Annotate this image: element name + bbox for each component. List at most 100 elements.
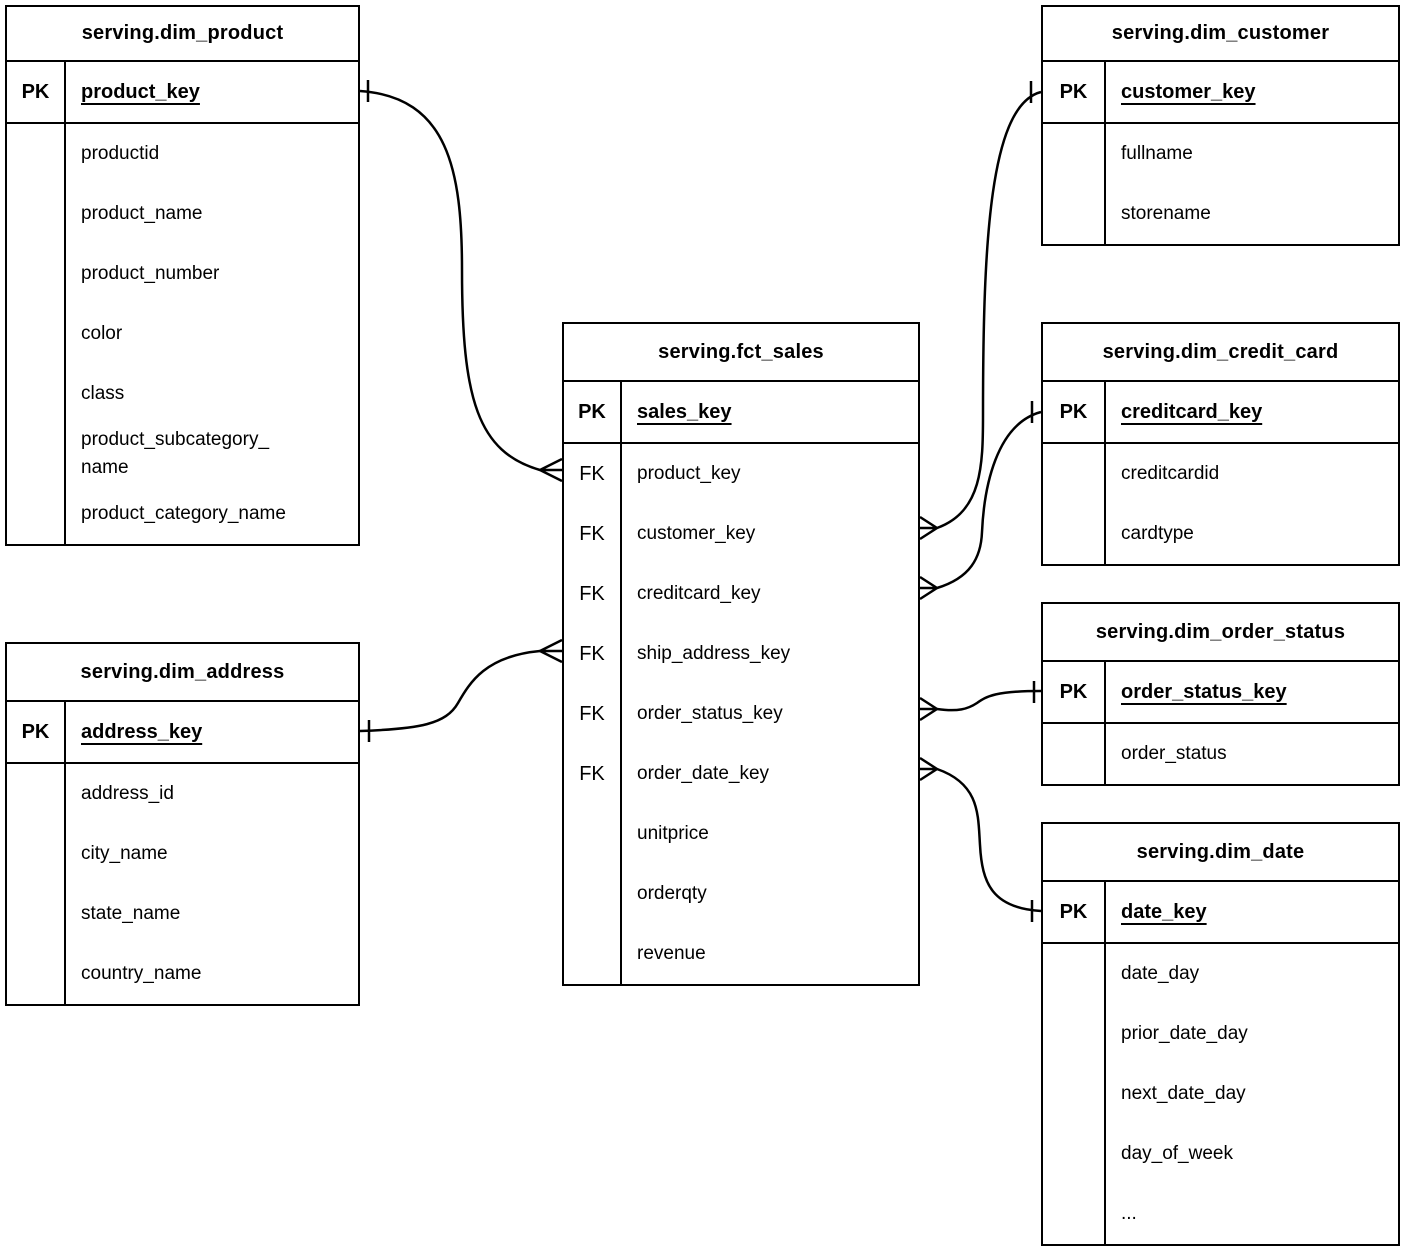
column-name: state_name <box>81 903 181 924</box>
pk-badge: PK <box>7 702 66 762</box>
badge-cell <box>7 944 66 1004</box>
column-name: city_name <box>81 843 168 864</box>
badge-cell <box>1043 184 1106 244</box>
column-row: color <box>7 304 358 364</box>
column-row: FK order_status_key <box>564 684 918 744</box>
pk-badge: PK <box>1043 382 1106 442</box>
column-row: product_subcategory_ name <box>7 424 358 484</box>
column-name: order_status <box>1121 743 1227 764</box>
pk-row: PK product_key <box>7 62 358 124</box>
column-row: date_day <box>1043 944 1398 1004</box>
many-marker <box>537 638 563 664</box>
pk-column-name: sales_key <box>637 401 732 423</box>
column-name: next_date_day <box>1121 1083 1246 1104</box>
badge-cell <box>7 364 66 424</box>
column-name: date_day <box>1121 963 1200 984</box>
column-row: FK ship_address_key <box>564 624 918 684</box>
connector-product-sales <box>359 80 563 483</box>
table-title: serving.dim_date <box>1043 824 1398 882</box>
column-row: country_name <box>7 944 358 1004</box>
column-name: product_name <box>81 203 203 224</box>
table-title: serving.dim_address <box>7 644 358 702</box>
column-name: day_of_week <box>1121 1143 1233 1164</box>
pk-row: PK date_key <box>1043 882 1398 944</box>
column-name: order_date_key <box>637 763 770 784</box>
column-row: class <box>7 364 358 424</box>
pk-row: PK customer_key <box>1043 62 1398 124</box>
column-name: address_id <box>81 783 174 804</box>
table-dim-product: serving.dim_product PK product_key produ… <box>5 5 360 546</box>
pk-row: PK sales_key <box>564 382 918 444</box>
relationship-line <box>936 767 1042 913</box>
pk-column-name: creditcard_key <box>1121 401 1263 423</box>
relationship-line <box>936 689 1042 712</box>
column-row: revenue <box>564 924 918 984</box>
pk-row: PK address_key <box>7 702 358 764</box>
column-name: color <box>81 323 123 344</box>
badge-cell <box>1043 444 1106 504</box>
badge-cell <box>7 824 66 884</box>
column-name: productid <box>81 143 160 164</box>
column-row: productid <box>7 124 358 184</box>
badge-cell <box>7 884 66 944</box>
connector-sales-date <box>919 756 1042 922</box>
badge-cell <box>7 304 66 364</box>
badge-cell <box>564 804 622 864</box>
connector-sales-orderstatus <box>919 681 1042 722</box>
table-title: serving.dim_customer <box>1043 7 1398 62</box>
many-marker <box>919 756 940 782</box>
column-row: fullname <box>1043 124 1398 184</box>
column-name: ... <box>1121 1203 1137 1224</box>
pk-badge: PK <box>1043 62 1106 122</box>
column-name: cardtype <box>1121 523 1194 544</box>
many-marker <box>919 696 940 722</box>
badge-cell <box>1043 944 1106 1004</box>
badge-cell <box>7 764 66 824</box>
relationship-line <box>936 90 1042 530</box>
fk-badge: FK <box>564 744 622 804</box>
badge-cell <box>1043 1124 1106 1184</box>
column-row: city_name <box>7 824 358 884</box>
column-row: product_category_name <box>7 484 358 544</box>
badge-cell <box>7 484 66 544</box>
connector-address-sales <box>359 638 563 742</box>
column-name: product_subcategory_ name <box>81 429 270 478</box>
fk-badge: FK <box>564 624 622 684</box>
badge-cell <box>1043 124 1106 184</box>
pk-row: PK order_status_key <box>1043 662 1398 724</box>
column-name: prior_date_day <box>1121 1023 1248 1044</box>
pk-badge: PK <box>1043 662 1106 722</box>
column-row: creditcardid <box>1043 444 1398 504</box>
column-name: orderqty <box>637 883 707 904</box>
relationship-line <box>359 89 541 472</box>
column-name: class <box>81 383 125 404</box>
pk-column-name: customer_key <box>1121 81 1256 103</box>
column-row: state_name <box>7 884 358 944</box>
column-name: storename <box>1121 203 1211 224</box>
table-dim-customer: serving.dim_customer PK customer_key ful… <box>1041 5 1400 246</box>
table-dim-order-status: serving.dim_order_status PK order_status… <box>1041 602 1400 786</box>
pk-row: PK creditcard_key <box>1043 382 1398 444</box>
fk-badge: FK <box>564 444 622 504</box>
column-row: FK customer_key <box>564 504 918 564</box>
relationship-line <box>359 649 541 733</box>
column-row: storename <box>1043 184 1398 244</box>
column-row: order_status <box>1043 724 1398 784</box>
column-name: product_category_name <box>81 503 286 524</box>
column-name: creditcardid <box>1121 463 1220 484</box>
column-row: address_id <box>7 764 358 824</box>
column-name: unitprice <box>637 823 709 844</box>
table-dim-date: serving.dim_date PK date_key date_day pr… <box>1041 822 1400 1246</box>
table-dim-credit-card: serving.dim_credit_card PK creditcard_ke… <box>1041 322 1400 566</box>
connector-sales-creditcard <box>919 401 1042 601</box>
column-row: unitprice <box>564 804 918 864</box>
badge-cell <box>7 124 66 184</box>
badge-cell <box>564 864 622 924</box>
column-row: FK product_key <box>564 444 918 504</box>
pk-badge: PK <box>564 382 622 442</box>
column-name: product_number <box>81 263 220 284</box>
badge-cell <box>1043 504 1106 564</box>
column-name: customer_key <box>637 523 756 544</box>
column-row: day_of_week <box>1043 1124 1398 1184</box>
